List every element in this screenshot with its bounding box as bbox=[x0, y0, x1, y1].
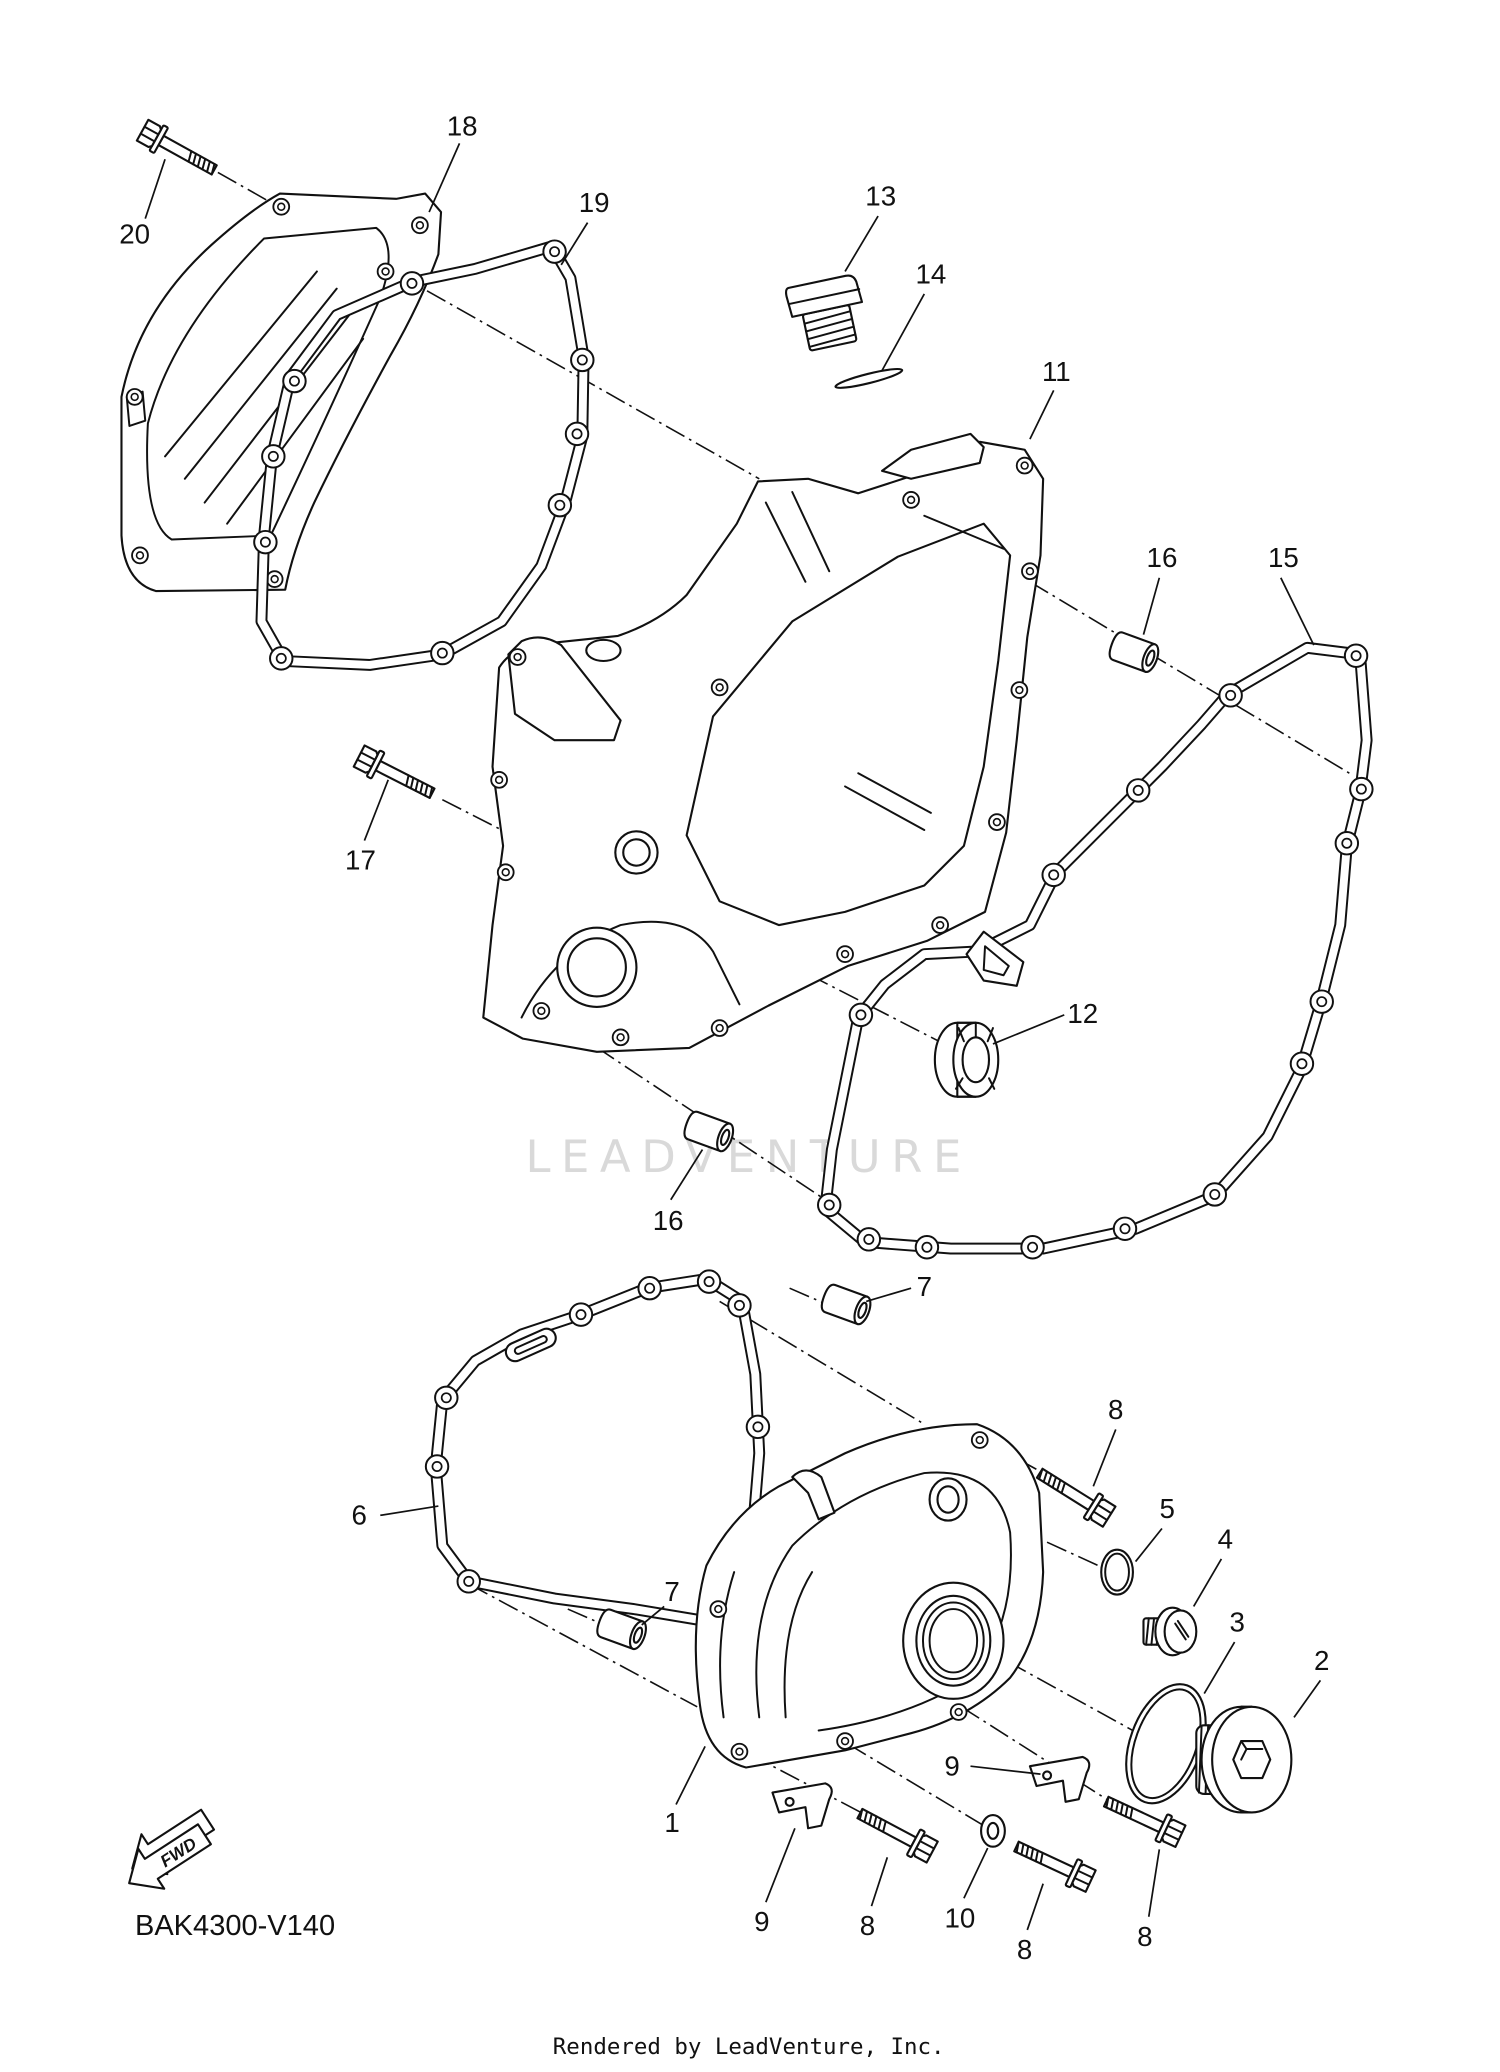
part-2-plug bbox=[1195, 1705, 1293, 1814]
callout-leaders bbox=[144, 143, 1322, 1931]
render-credit: Rendered by LeadVenture, Inc. bbox=[553, 2034, 945, 2060]
part-11-crankcase-cover bbox=[482, 432, 1045, 1053]
callouts: 18 20 19 13 14 11 16 15 17 12 16 7 8 5 4… bbox=[119, 110, 1329, 1965]
callout-11: 11 bbox=[1042, 356, 1071, 387]
callout-6: 6 bbox=[351, 1500, 366, 1531]
part-13-plug bbox=[785, 274, 864, 352]
callout-9-right: 9 bbox=[944, 1750, 959, 1781]
part-8-bolt-upper bbox=[1030, 1459, 1118, 1531]
callout-12: 12 bbox=[1067, 998, 1098, 1029]
callout-8-lower-middle: 8 bbox=[1017, 1934, 1032, 1965]
part-3-o-ring bbox=[1125, 1683, 1207, 1805]
watermark: LEADVENTURE bbox=[525, 1130, 971, 1183]
callout-19: 19 bbox=[579, 187, 610, 218]
part-1-cover bbox=[694, 1423, 1045, 1769]
callout-8-upper: 8 bbox=[1108, 1394, 1123, 1425]
callout-16-upper: 16 bbox=[1147, 542, 1178, 573]
callout-8-lower-left: 8 bbox=[860, 1910, 875, 1941]
callout-4: 4 bbox=[1218, 1523, 1233, 1554]
part-4-plug bbox=[1142, 1606, 1198, 1657]
fwd-arrow-icon: FWD bbox=[128, 1808, 216, 1890]
part-8-bolt-lower-middle bbox=[1009, 1832, 1098, 1896]
part-9-clip-right bbox=[1028, 1755, 1091, 1803]
callout-8-lower-right: 8 bbox=[1137, 1921, 1152, 1952]
callout-13: 13 bbox=[865, 180, 896, 211]
callout-2: 2 bbox=[1314, 1645, 1329, 1676]
callout-16-lower: 16 bbox=[653, 1205, 684, 1236]
callout-7-lower: 7 bbox=[664, 1576, 679, 1607]
part-12-oil-seal bbox=[933, 1021, 1000, 1098]
part-6-gasket bbox=[424, 1269, 771, 1632]
callout-3: 3 bbox=[1230, 1607, 1245, 1638]
part-16-dowel-upper bbox=[1105, 629, 1163, 676]
part-9-clip-left bbox=[771, 1782, 833, 1830]
part-7-dowel-upper bbox=[817, 1281, 875, 1328]
part-14-o-ring bbox=[834, 367, 904, 389]
alignment-lines bbox=[217, 171, 1350, 1827]
callout-18: 18 bbox=[447, 110, 478, 141]
callout-1: 1 bbox=[664, 1807, 679, 1838]
callout-10: 10 bbox=[945, 1902, 976, 1933]
part-10-washer bbox=[980, 1813, 1006, 1848]
part-17-bolt bbox=[351, 742, 440, 808]
part-20-bolt bbox=[134, 116, 223, 184]
callout-7-upper: 7 bbox=[917, 1271, 932, 1302]
part-8-bolt-lower-left bbox=[852, 1799, 941, 1866]
part-15-gasket bbox=[817, 641, 1374, 1260]
callout-20: 20 bbox=[119, 219, 150, 250]
callout-17: 17 bbox=[345, 845, 376, 876]
part-5-o-ring bbox=[1100, 1548, 1134, 1596]
callout-14: 14 bbox=[915, 258, 946, 289]
diagram-code: BAK4300-V140 bbox=[135, 1910, 335, 1942]
part-19-gasket bbox=[253, 239, 595, 671]
callout-15: 15 bbox=[1268, 542, 1299, 573]
callout-5: 5 bbox=[1160, 1493, 1175, 1524]
callout-9-left: 9 bbox=[754, 1906, 769, 1937]
